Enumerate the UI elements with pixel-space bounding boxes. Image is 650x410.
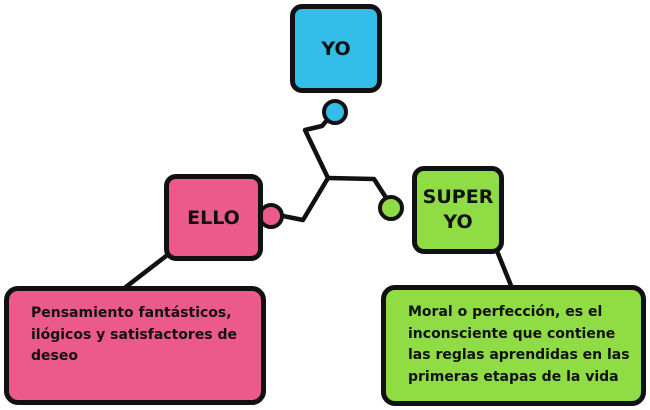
connector-superyo-desc	[492, 243, 515, 291]
superyo-node-dot	[378, 195, 404, 221]
superyo-description-line: inconsciente que contiene	[408, 325, 616, 342]
yo-node-dot	[322, 99, 348, 125]
superyo-description-line: primeras etapas de la vida	[408, 369, 619, 386]
ello-description-line: ilógicos y satisfactores de	[31, 326, 238, 343]
ello-label: ELLO	[187, 206, 240, 229]
connector-ello-desc	[119, 250, 173, 293]
superyo-box: SUPER YO	[412, 166, 504, 254]
ello-box: ELLO	[164, 174, 263, 261]
superyo-description-line: las reglas aprendidas en las	[408, 347, 630, 364]
ello-description-box: Pensamiento fantásticos, ilógicos y sati…	[4, 286, 266, 405]
superyo-description-box: Moral o perfección, es el inconsciente q…	[381, 285, 646, 406]
ello-description-line: Pensamiento fantásticos,	[31, 305, 232, 321]
yo-box: YO	[290, 4, 382, 93]
connector-ello	[280, 175, 331, 223]
superyo-label-line2: YO	[443, 211, 473, 233]
ello-description-line: deseo	[31, 348, 78, 365]
superyo-label-line1: SUPER	[422, 186, 494, 209]
superyo-description-line: Moral o perfección, es el	[408, 304, 603, 320]
yo-label: YO	[321, 37, 351, 60]
ello-node-dot	[258, 203, 284, 229]
